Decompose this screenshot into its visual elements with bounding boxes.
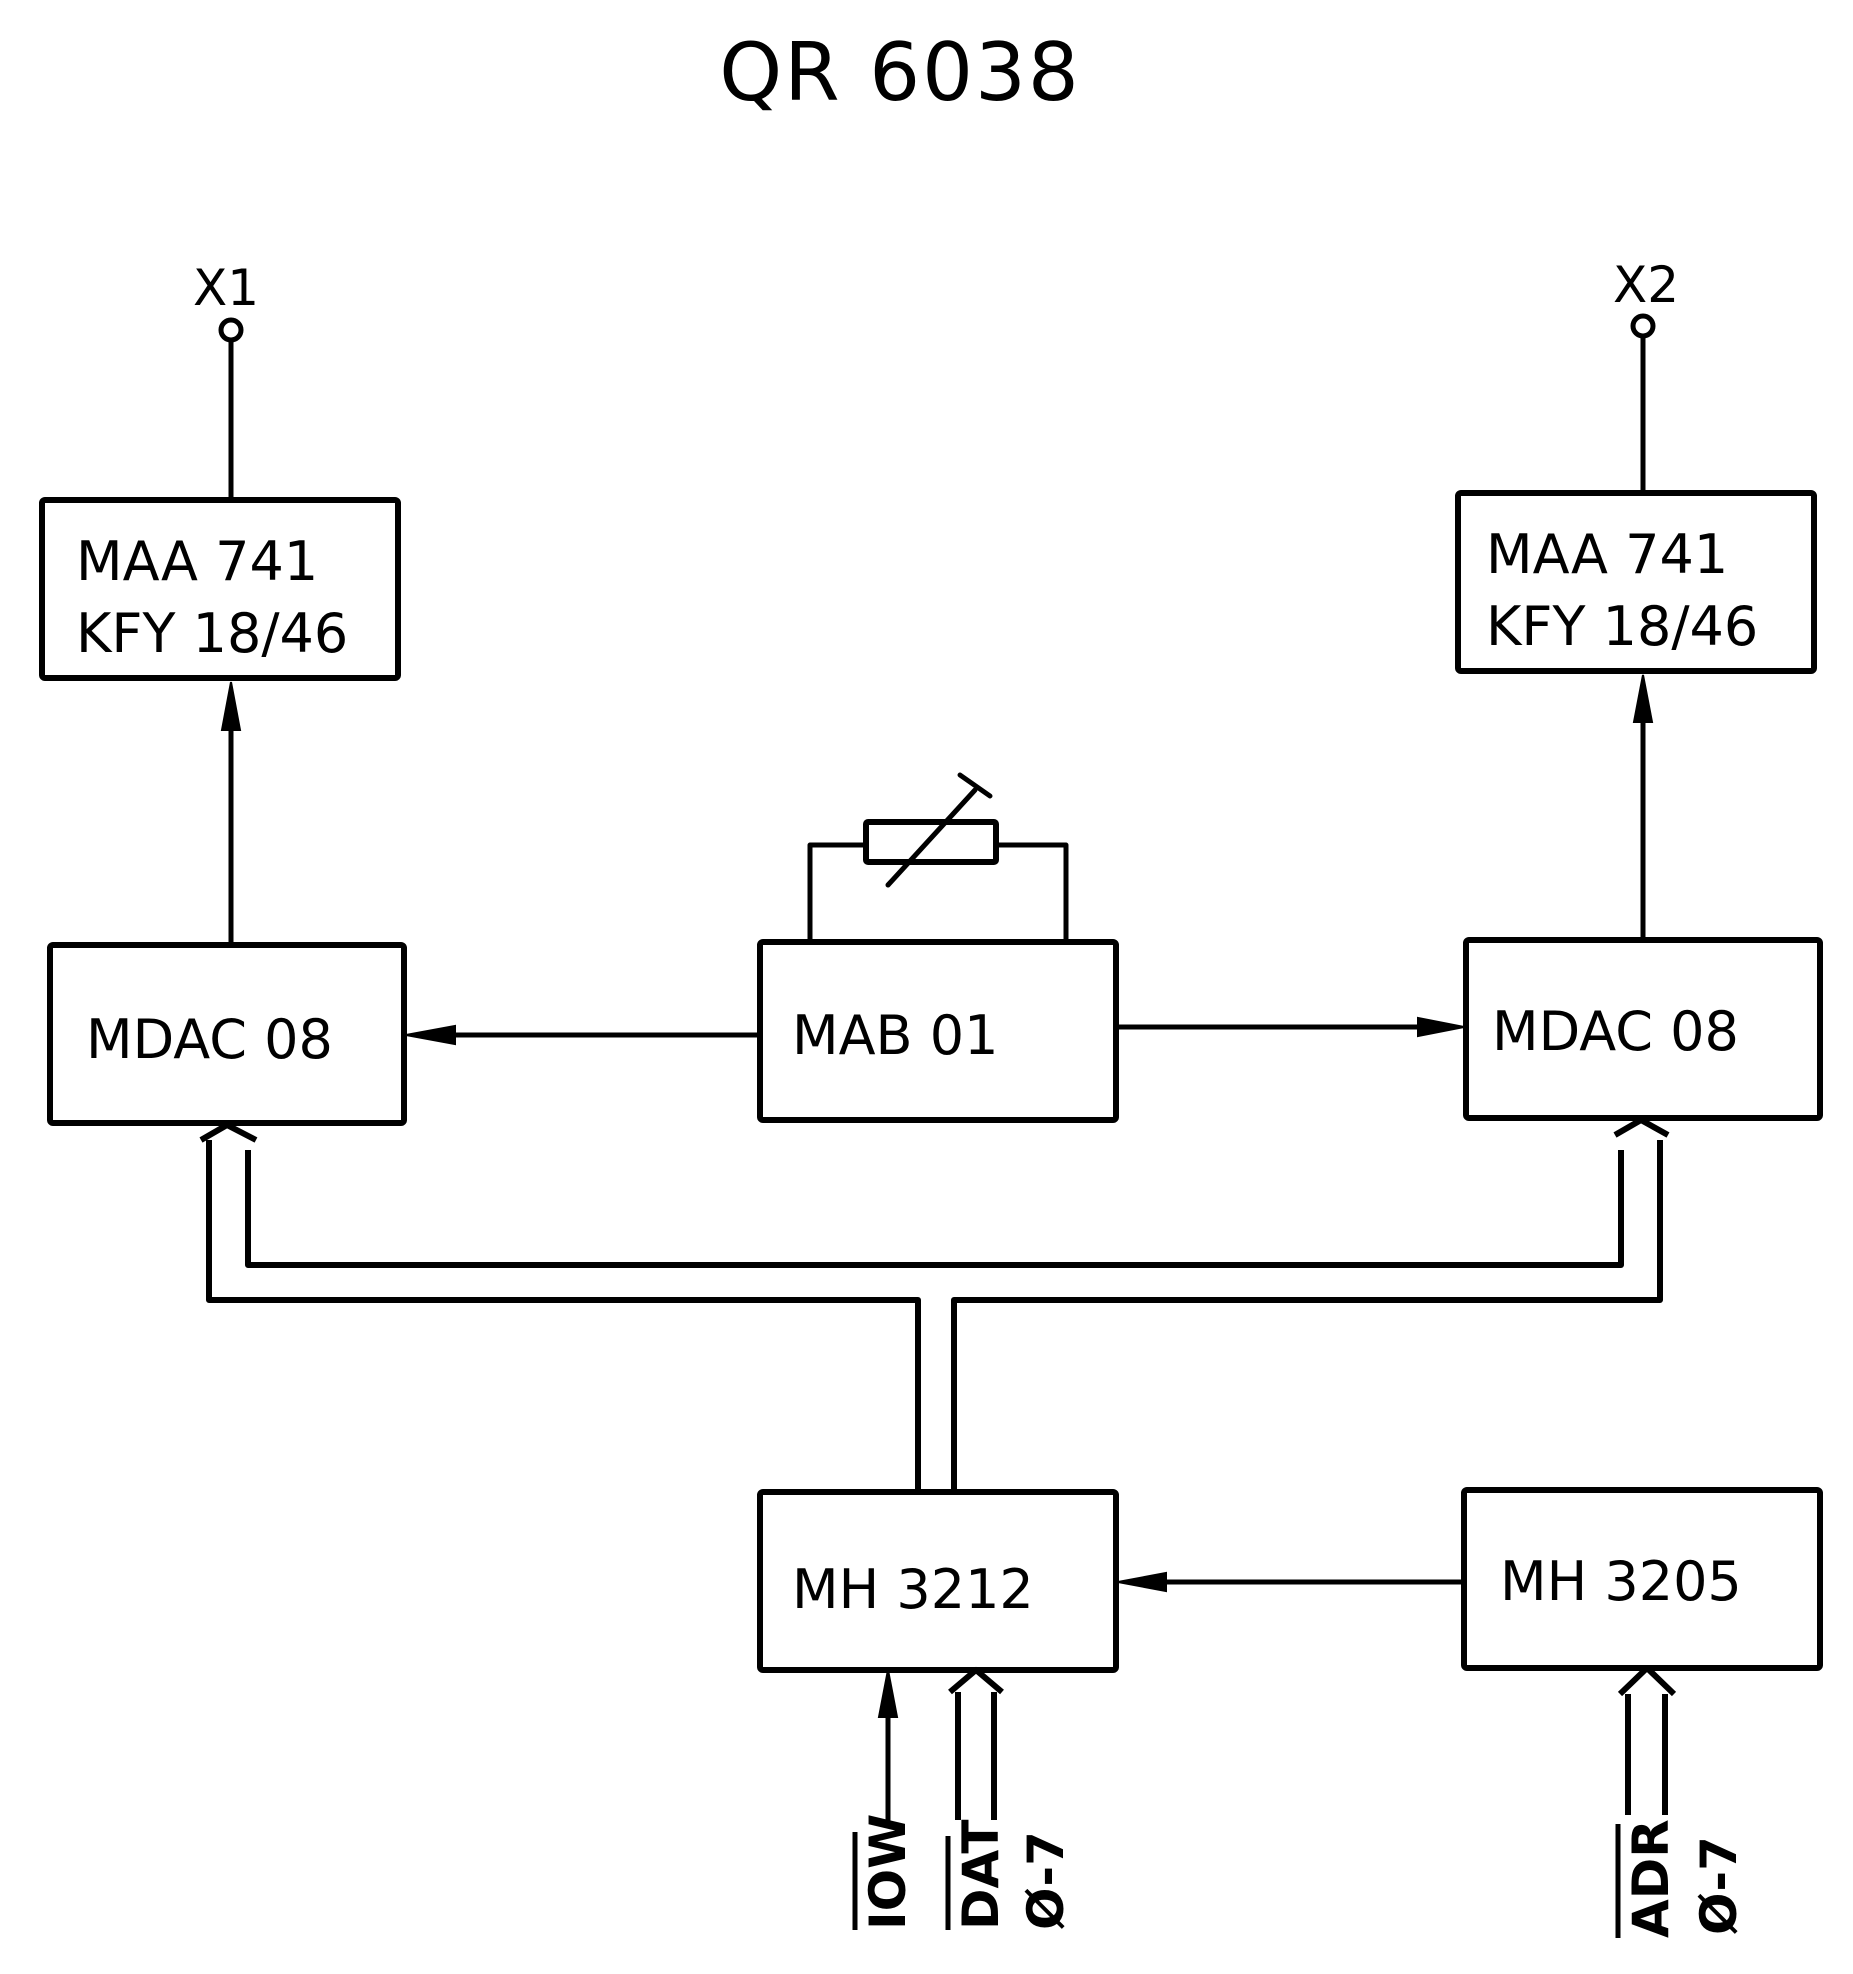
- terminal-x2-label: X2: [1613, 256, 1679, 314]
- trimmer-wire: [807, 842, 869, 945]
- terminal-x1: X1: [193, 259, 259, 503]
- bus-arrow-up-icon: [199, 1122, 258, 1143]
- data-bus-outer-left: [206, 1140, 921, 1492]
- arrow-up-icon: [1632, 674, 1654, 723]
- block-dac-left-label: MDAC 08: [86, 1008, 333, 1071]
- block-decoder-label: MH 3205: [1500, 1550, 1742, 1613]
- data-bus-inner: [245, 1150, 1624, 1268]
- data-bus-outer-right: [951, 1140, 1663, 1492]
- block-latch-label: MH 3212: [792, 1558, 1034, 1621]
- arrow-dac-left-to-amp-left: [220, 681, 242, 948]
- arrow-right-icon: [1417, 1016, 1465, 1038]
- bus-arrow-up-icon: [1613, 1117, 1670, 1138]
- label-dat-range-text: Ø-7: [1017, 1831, 1075, 1930]
- label-dat-range: Ø-7: [1017, 1831, 1075, 1930]
- input-dat-bus: [948, 1667, 1004, 1820]
- arrow-ref-to-dac-right: [1113, 1016, 1465, 1038]
- block-amp-right: MAA 741 KFY 18/46: [1455, 490, 1817, 674]
- label-adr: ADR: [1615, 1819, 1680, 1938]
- block-reference: MAB 01: [757, 939, 1119, 1123]
- block-amp-left-line1: MAA 741: [76, 530, 318, 593]
- resistor-icon: [863, 819, 999, 865]
- trimmer-adjust-icon: [957, 772, 993, 799]
- block-amp-right-line1: MAA 741: [1486, 523, 1728, 586]
- arrow-up-icon: [220, 681, 242, 731]
- block-dac-right: MDAC 08: [1463, 937, 1823, 1121]
- block-latch: MH 3212: [757, 1489, 1119, 1673]
- block-dac-right-label: MDAC 08: [1492, 1000, 1739, 1063]
- data-bus: [199, 1117, 1670, 1492]
- block-amp-left: MAA 741 KFY 18/46: [39, 497, 401, 681]
- label-dat: DAT: [945, 1820, 1010, 1930]
- terminal-x2: X2: [1613, 256, 1679, 496]
- arrow-up-icon: [877, 1669, 899, 1718]
- trimmer-resistor: [807, 772, 1069, 945]
- block-dac-left: MDAC 08: [47, 942, 407, 1126]
- bus-arrow-up-icon: [948, 1667, 1004, 1695]
- terminal-x1-icon: [218, 317, 244, 343]
- label-adr-range-text: Ø-7: [1690, 1836, 1748, 1935]
- block-reference-label: MAB 01: [792, 1004, 998, 1067]
- arrow-decoder-to-latch: [1117, 1571, 1467, 1593]
- arrow-left-icon: [1117, 1571, 1167, 1593]
- arrow-left-icon: [405, 1024, 456, 1046]
- block-amp-right-line2: KFY 18/46: [1486, 595, 1758, 658]
- label-adr-text: ADR: [1622, 1819, 1680, 1938]
- label-iow-text: IOW: [859, 1814, 917, 1930]
- arrow-ref-to-dac-left: [405, 1024, 763, 1046]
- label-adr-range: Ø-7: [1690, 1836, 1748, 1935]
- label-iow: IOW: [852, 1814, 917, 1930]
- bus-arrow-up-icon: [1617, 1665, 1677, 1697]
- trimmer-adjust-icon: [885, 787, 978, 888]
- diagram-title: QR 6038: [719, 26, 1081, 119]
- trimmer-wire: [993, 842, 1069, 945]
- block-decoder: MH 3205: [1461, 1487, 1823, 1671]
- terminal-x1-label: X1: [193, 259, 259, 317]
- label-dat-text: DAT: [952, 1820, 1010, 1930]
- block-amp-left-line2: KFY 18/46: [76, 602, 348, 665]
- terminal-x2-icon: [1630, 313, 1656, 339]
- input-adr-bus: [1617, 1665, 1677, 1815]
- arrow-dac-right-to-amp-right: [1632, 674, 1654, 943]
- input-iow: [877, 1669, 899, 1825]
